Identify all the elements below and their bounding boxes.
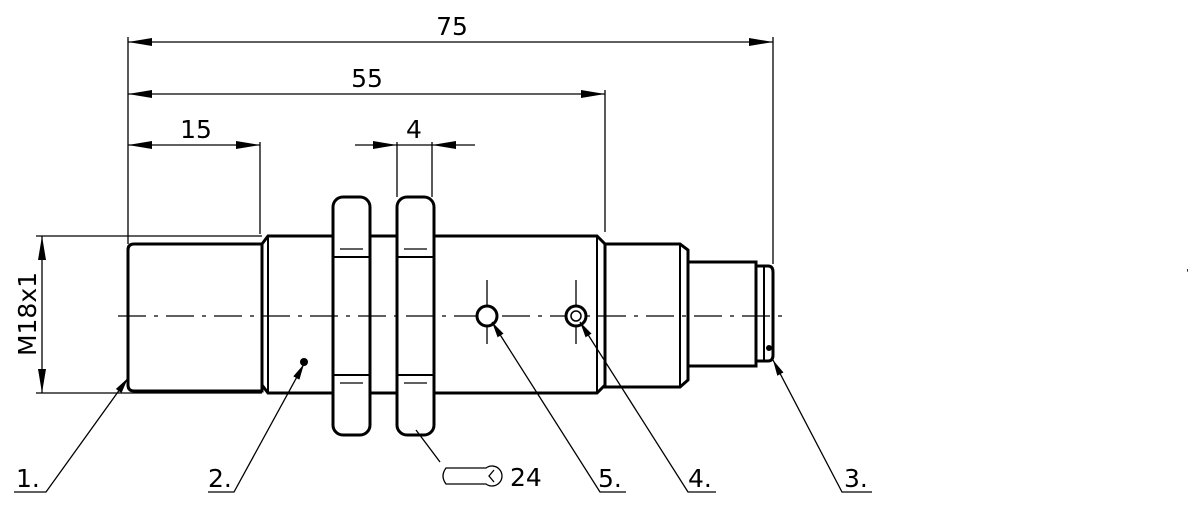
connector-pin-mark — [766, 345, 772, 351]
callout-labels: 1. 2. 5. 4. 3. — [16, 464, 868, 493]
dim-75-label: 75 — [436, 12, 468, 41]
extension-lines — [36, 37, 774, 394]
led-indicator-5 — [475, 280, 499, 344]
leader-lines — [14, 321, 872, 493]
connector — [686, 260, 758, 368]
callout-5: 5. — [598, 464, 622, 493]
wrench-icon — [442, 465, 503, 487]
dimension-overall: 75 — [128, 12, 773, 46]
dimension-nut: 4 — [355, 115, 475, 149]
thread-spec-label: M18x1 — [13, 272, 42, 356]
wrench-size: 24 — [510, 463, 542, 492]
dimension-connector: 55 — [128, 64, 605, 98]
callout-3: 3. — [844, 464, 868, 493]
led-indicator-4 — [564, 280, 588, 344]
callout-2: 2. — [208, 464, 232, 493]
dim-4-label: 4 — [406, 115, 422, 144]
callout-4: 4. — [688, 464, 712, 493]
sensor-body — [126, 234, 775, 395]
stray-mark: ' — [1186, 268, 1189, 279]
sensing-face — [126, 242, 264, 393]
callout-1: 1. — [16, 464, 40, 493]
dimension-thread-diameter: M18x1 — [13, 236, 46, 393]
dim-55-label: 55 — [351, 64, 383, 93]
dimension-thread-length: 15 — [128, 115, 260, 149]
dim-15-label: 15 — [180, 115, 212, 144]
